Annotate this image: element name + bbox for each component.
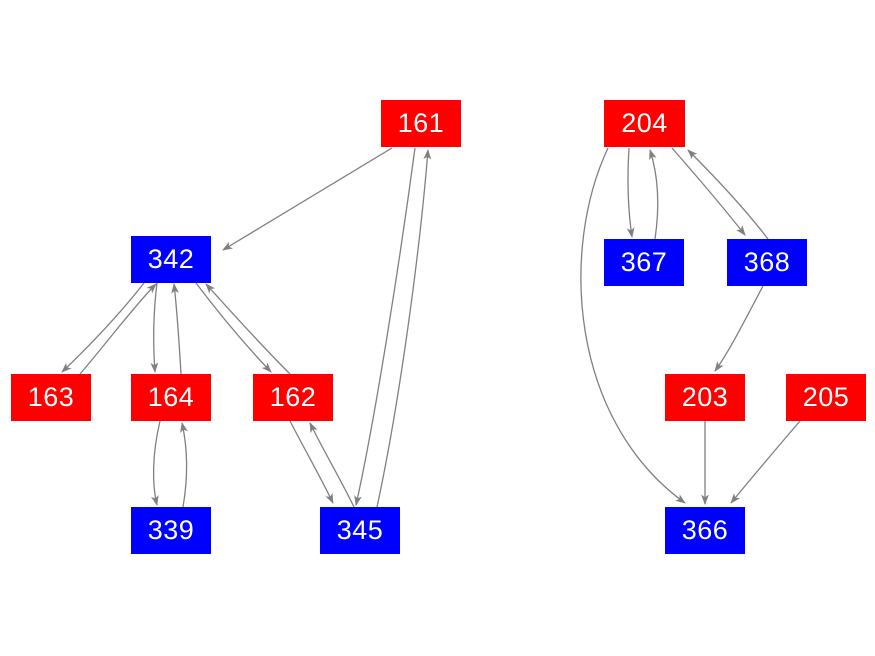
graph-node-label: 342 [147, 244, 195, 274]
graph-node-label: 161 [397, 108, 445, 138]
graph-edge-345-to-161 [376, 148, 432, 508]
edges-group [61, 147, 801, 508]
graph-edge-367-to-204 [649, 149, 659, 240]
graph-edge-161-to-342 [222, 147, 393, 251]
graph-node-367[interactable]: 367 [604, 239, 684, 286]
graph-edge-342-to-163 [61, 282, 145, 373]
graph-node-203[interactable]: 203 [665, 374, 745, 421]
graph-edge-205-to-366 [730, 420, 801, 504]
graph-node-label: 339 [147, 515, 195, 545]
graph-node-366[interactable]: 366 [665, 507, 745, 554]
graph-edge-162-to-342 [205, 283, 291, 375]
graph-node-label: 203 [681, 382, 729, 412]
graph-node-368[interactable]: 368 [727, 239, 807, 286]
graph-edge-345-to-162 [309, 422, 355, 508]
graph-edge-342-to-164 [150, 282, 159, 374]
graph-node-164[interactable]: 164 [131, 374, 211, 421]
graph-edge-204-to-366 [580, 147, 686, 504]
graph-edge-204-to-367 [626, 147, 635, 239]
graph-node-163[interactable]: 163 [11, 374, 91, 421]
graph-edge-204-to-368 [671, 147, 746, 236]
graph-edge-164-to-342 [171, 282, 182, 375]
graph-node-345[interactable]: 345 [320, 507, 400, 554]
graph-node-label: 204 [621, 108, 668, 138]
graph-node-162[interactable]: 162 [253, 374, 333, 421]
graph-node-205[interactable]: 205 [786, 374, 866, 421]
graph-edge-163-to-342 [79, 283, 157, 375]
graph-node-label: 162 [269, 382, 317, 412]
graph-node-label: 367 [620, 247, 668, 277]
graph-edge-161-to-345 [354, 147, 416, 507]
graph-node-label: 163 [27, 382, 75, 412]
graph-node-204[interactable]: 204 [604, 100, 685, 147]
graph-node-label: 345 [336, 515, 384, 545]
graph-node-label: 368 [743, 247, 791, 277]
graph-node-339[interactable]: 339 [131, 507, 211, 554]
graph-edge-342-to-162 [195, 282, 272, 373]
graph-node-161[interactable]: 161 [381, 100, 461, 147]
graph-node-label: 366 [681, 515, 729, 545]
graph-edge-164-to-339 [150, 420, 161, 507]
graph-edge-368-to-203 [714, 285, 764, 372]
graph-edge-162-to-345 [289, 420, 334, 504]
graph-node-342[interactable]: 342 [131, 236, 211, 283]
graph-edge-339-to-164 [180, 421, 188, 508]
graph-node-label: 205 [802, 382, 850, 412]
graph-node-label: 164 [147, 382, 195, 412]
graph-edge-368-to-204 [687, 149, 769, 240]
